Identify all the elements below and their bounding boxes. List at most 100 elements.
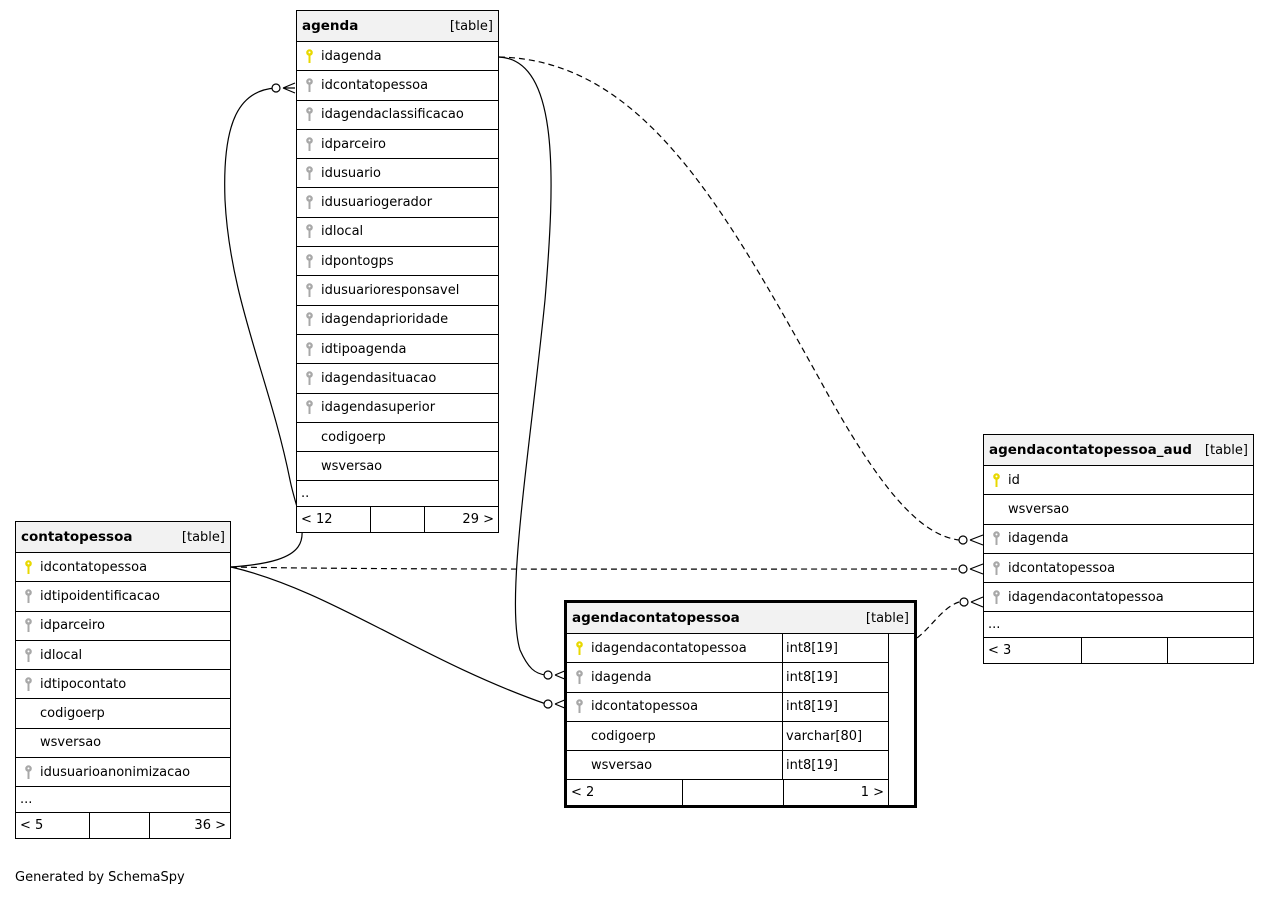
column-row[interactable]: codigoerp bbox=[297, 423, 498, 453]
parents-count[interactable]: < 12 bbox=[297, 507, 371, 533]
footer-middle bbox=[90, 813, 150, 839]
column-row[interactable]: idparceiro bbox=[16, 612, 230, 641]
column-row[interactable]: idtipoagenda bbox=[297, 335, 498, 365]
table-type: [table] bbox=[449, 18, 493, 34]
parents-count[interactable]: < 2 bbox=[567, 780, 683, 806]
foreign-key-icon bbox=[567, 670, 591, 685]
column-name: idcontatopessoa bbox=[321, 77, 429, 93]
column-row[interactable]: idcontatopessoa bbox=[297, 71, 498, 101]
column-name: idusuarioresponsavel bbox=[321, 283, 460, 299]
column-row[interactable]: idusuario bbox=[297, 159, 498, 189]
primary-key-icon bbox=[297, 48, 321, 64]
foreign-key-icon bbox=[297, 166, 321, 181]
column-row[interactable]: idagendasuperior bbox=[297, 394, 498, 423]
column-row[interactable]: idpontogps bbox=[297, 247, 498, 277]
table-contatopessoa[interactable]: contatopessoa [table] idcontatopessoa idt… bbox=[15, 521, 231, 840]
column-name: idpontogps bbox=[321, 253, 394, 269]
column-datatype: int8[19] bbox=[782, 751, 888, 780]
column-row[interactable]: id bbox=[984, 466, 1253, 496]
column-name: idusuarioanonimizacao bbox=[40, 764, 191, 780]
foreign-key-icon bbox=[297, 283, 321, 298]
foreign-key-icon bbox=[297, 400, 321, 415]
column-name: idagendasituacao bbox=[321, 370, 437, 386]
column-row[interactable]: wsversao bbox=[16, 729, 230, 759]
parents-count[interactable]: < 5 bbox=[16, 813, 90, 839]
more-columns: ... bbox=[984, 612, 1253, 639]
table-type: [table] bbox=[181, 529, 225, 545]
more-columns: .. bbox=[297, 481, 498, 508]
table-agenda[interactable]: agenda [table] idagenda idcontatopessoa id… bbox=[296, 10, 499, 534]
column-row[interactable]: idtipoidentificacao bbox=[16, 582, 230, 612]
foreign-key-icon bbox=[984, 531, 1008, 546]
column-row[interactable]: idtipocontato bbox=[16, 670, 230, 700]
column-name: idusuariogerador bbox=[321, 195, 433, 211]
column-row[interactable]: idlocal bbox=[16, 641, 230, 671]
column-name: idlocal bbox=[40, 647, 83, 663]
table-footer: < 3 bbox=[984, 638, 1253, 664]
column-row[interactable]: codigoerp bbox=[16, 699, 230, 729]
table-name: contatopessoa bbox=[21, 529, 133, 545]
table-header: agendacontatopessoa [table] bbox=[567, 603, 914, 634]
footer-middle bbox=[371, 507, 425, 533]
table-name: agendacontatopessoa bbox=[572, 610, 740, 626]
column-row[interactable]: idcontatopessoa bbox=[16, 553, 230, 583]
foreign-key-icon bbox=[984, 560, 1008, 576]
column-row[interactable]: idlocal bbox=[297, 218, 498, 248]
column-row[interactable]: idagendasituacao bbox=[297, 364, 498, 394]
column-name: idagendaclassificacao bbox=[321, 107, 464, 123]
foreign-key-icon bbox=[297, 254, 321, 269]
children-count[interactable]: 29 > bbox=[462, 512, 494, 528]
foreign-key-icon bbox=[297, 371, 321, 386]
column-row[interactable]: idagendacontatopessoa bbox=[984, 583, 1253, 613]
foreign-key-icon bbox=[16, 589, 40, 604]
column-name: idtipocontato bbox=[40, 676, 127, 692]
column-name: id bbox=[1008, 472, 1020, 488]
column-name: codigoerp bbox=[321, 429, 386, 445]
column-row[interactable]: idparceiro bbox=[297, 130, 498, 160]
parents-count[interactable]: < 3 bbox=[984, 638, 1082, 664]
column-name: idagenda bbox=[1008, 531, 1069, 547]
table-agendacontatopessoa-aud[interactable]: agendacontatopessoa_aud [table] id wsvers… bbox=[983, 434, 1254, 665]
foreign-key-icon bbox=[297, 78, 321, 93]
foreign-key-icon bbox=[984, 590, 1008, 605]
column-name: codigoerp bbox=[40, 706, 105, 722]
foreign-key-icon bbox=[297, 136, 321, 152]
column-row[interactable]: idusuarioanonimizacao bbox=[16, 758, 230, 788]
column-name: idcontatopessoa bbox=[40, 559, 148, 575]
column-row[interactable]: idagenda bbox=[297, 42, 498, 72]
children-count[interactable] bbox=[1168, 638, 1253, 663]
foreign-key-icon bbox=[567, 699, 591, 714]
primary-key-icon bbox=[567, 640, 591, 656]
column-row[interactable]: wsversao bbox=[297, 452, 498, 482]
column-name: idtipoidentificacao bbox=[40, 588, 160, 604]
generated-by-label: Generated by SchemaSpy bbox=[15, 870, 185, 885]
column-name: wsversao bbox=[40, 735, 102, 751]
table-header: agenda [table] bbox=[297, 11, 498, 42]
table-header: agendacontatopessoa_aud [table] bbox=[984, 435, 1253, 466]
primary-key-icon bbox=[16, 559, 40, 575]
column-name: wsversao bbox=[1008, 501, 1070, 517]
children-count[interactable]: 36 > bbox=[194, 818, 226, 834]
edge-contatopessoa-agenda bbox=[224, 87, 303, 568]
more-columns: ... bbox=[16, 787, 230, 814]
column-name: idparceiro bbox=[321, 136, 386, 152]
edge-agendacontatopessoa-aud bbox=[889, 601, 960, 651]
table-agendacontatopessoa[interactable]: agendacontatopessoa [table] idagendacont… bbox=[564, 600, 917, 809]
column-datatype: int8[19] bbox=[782, 634, 888, 663]
foreign-key-icon bbox=[16, 618, 40, 633]
column-row[interactable]: idcontatopessoa bbox=[984, 554, 1253, 584]
children-count[interactable]: 1 > bbox=[860, 785, 884, 801]
column-row[interactable]: idusuariogerador bbox=[297, 188, 498, 218]
column-row[interactable]: idusuarioresponsavel bbox=[297, 276, 498, 306]
column-row[interactable]: wsversao bbox=[984, 495, 1253, 525]
footer-middle bbox=[683, 780, 784, 806]
column-row[interactable]: idagenda bbox=[984, 525, 1253, 554]
edge-agenda-aud bbox=[498, 56, 960, 541]
column-row[interactable]: idagendaprioridade bbox=[297, 306, 498, 335]
column-row[interactable]: idagendaclassificacao bbox=[297, 101, 498, 130]
